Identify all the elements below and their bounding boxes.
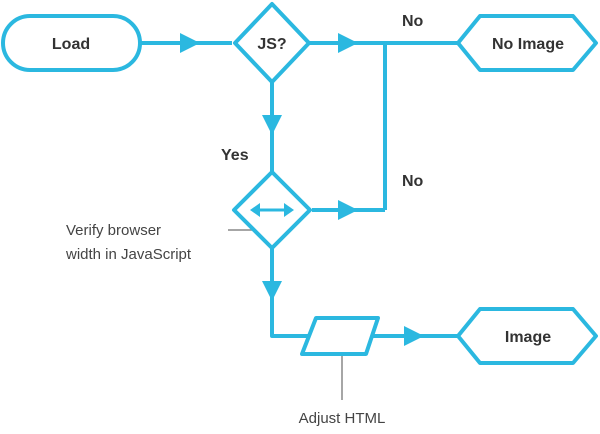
arrowhead-to-js (180, 33, 200, 53)
no-image-label: No Image (492, 36, 564, 53)
double-arrow-icon (250, 203, 294, 217)
load-terminator (1, 14, 142, 72)
arrowhead-to-junction (338, 33, 358, 53)
edge-label-no-top: No (402, 13, 424, 30)
edge-label-no-middle: No (402, 173, 424, 190)
arrowhead-down-yes (262, 115, 282, 135)
annotation-verify-line2: width in JavaScript (65, 246, 192, 263)
js-decision-diamond (233, 2, 311, 84)
annotation-verify-line1: Verify browser (66, 222, 161, 239)
arrowheads (180, 33, 424, 346)
connector-verify-to-adjust (270, 248, 312, 338)
arrowhead-down-to-adjust (262, 281, 282, 301)
shapes (1, 2, 598, 365)
arrowhead-to-no-return (338, 200, 358, 220)
arrowhead-to-image (404, 326, 424, 346)
js-decision-label: JS? (257, 36, 286, 53)
annotation-lines (228, 229, 343, 400)
image-label: Image (505, 329, 551, 346)
image-terminator (456, 307, 598, 365)
no-image-terminator (456, 14, 598, 72)
edge-label-yes: Yes (221, 147, 249, 164)
adjust-html-parallelogram (300, 316, 380, 356)
annotation-adjust-html: Adjust HTML (299, 410, 386, 427)
load-label: Load (52, 36, 90, 53)
